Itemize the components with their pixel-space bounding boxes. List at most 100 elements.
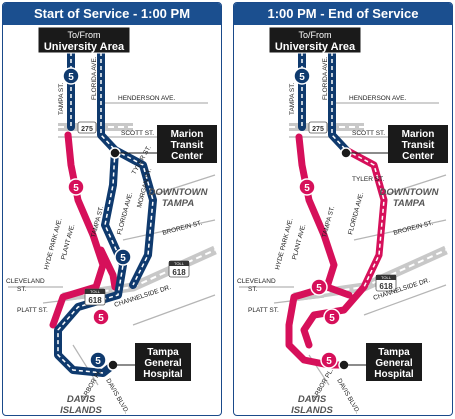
svg-text:5: 5	[326, 356, 332, 367]
left-label-brorein-st: BROREIN ST.	[162, 220, 203, 237]
svg-text:5: 5	[98, 313, 104, 324]
start-of-service-panel: Start of Service - 1:00 PM	[2, 2, 222, 416]
left-route-badge-red-upper: 5	[67, 178, 85, 196]
left-route-direction-dashes	[57, 45, 154, 374]
svg-text:Marion: Marion	[402, 129, 435, 140]
left-label-henderson-ave: HENDERSON AVE.	[118, 95, 176, 102]
svg-text:Marion: Marion	[171, 129, 204, 140]
svg-text:TOLL: TOLL	[90, 289, 101, 294]
svg-text:Transit: Transit	[171, 140, 204, 151]
left-label-hyde-park-ave: HYDE PARK AVE.	[43, 217, 63, 270]
right-label-davis-blvd: DAVIS BLVD.	[335, 378, 361, 416]
right-label-plant-ave: PLANT AVE.	[291, 223, 307, 260]
right-route-direction-dashes	[345, 149, 385, 288]
right-label-henderson-ave: HENDERSON AVE.	[349, 95, 407, 102]
svg-text:618: 618	[172, 268, 186, 277]
right-panel-title: 1:00 PM - End of Service	[234, 3, 452, 25]
svg-text:275: 275	[312, 126, 324, 133]
right-route-map: 5 5 5 5 5 To/From Uni	[237, 26, 448, 416]
channelside-dr-street	[132, 294, 216, 326]
svg-text:Center: Center	[171, 151, 203, 162]
svg-text:General: General	[375, 358, 412, 369]
svg-text:Hospital: Hospital	[374, 369, 414, 380]
right-tgh-stop-dot	[338, 359, 350, 371]
right-label-tampa-st-lower: TAMPA ST.	[321, 205, 336, 238]
svg-text:Tampa: Tampa	[378, 347, 410, 358]
right-label-islands: ISLANDS	[291, 405, 333, 416]
svg-text:Hospital: Hospital	[143, 369, 183, 380]
left-label-cleveland-st-1: CLEVELAND	[6, 278, 45, 285]
svg-text:TOLL: TOLL	[381, 275, 392, 280]
right-route-badge-top: 5	[293, 67, 311, 85]
brorein-st-street-r	[353, 219, 447, 241]
left-route-badge-top: 5	[62, 67, 80, 85]
right-red-route	[285, 133, 388, 369]
left-tampa-general-hospital-box: Tampa General Hospital	[135, 343, 191, 381]
right-label-brorein-st: BROREIN ST.	[393, 220, 434, 237]
davis-blvd-street	[72, 344, 99, 386]
right-label-tampa-st: TAMPA ST.	[289, 83, 296, 115]
left-panel-title: Start of Service - 1:00 PM	[3, 3, 221, 25]
left-marion-transit-center-box: Marion Transit Center	[157, 125, 217, 163]
right-label-platt-st: PLATT ST.	[248, 307, 279, 314]
right-label-davis: DAVIS	[298, 394, 327, 405]
left-route-map: 5 5 5 5 5 To/Fr	[6, 26, 217, 416]
left-toll-618-shield-lower: TOLL 618	[84, 288, 106, 306]
svg-text:5: 5	[316, 283, 322, 294]
left-label-plant-ave: PLANT AVE.	[60, 223, 76, 260]
tyler-st-street-r	[383, 174, 447, 196]
right-area-labels: DOWNTOWN TAMPA DAVIS ISLANDS	[291, 187, 440, 416]
right-label-downtown: DOWNTOWN	[380, 187, 440, 198]
left-label-islands: ISLANDS	[60, 405, 102, 416]
channelside-dr-street-r	[363, 284, 447, 316]
left-tgh-stop-dot	[107, 359, 119, 371]
svg-text:To/From: To/From	[298, 30, 331, 40]
svg-text:618: 618	[88, 296, 102, 305]
left-university-area-box: To/From University Area	[37, 26, 131, 54]
left-label-downtown: DOWNTOWN	[149, 187, 209, 198]
right-toll-618-shield: TOLL 618	[375, 274, 397, 292]
tyler-st-street	[152, 174, 216, 196]
left-label-platt-st: PLATT ST.	[17, 307, 48, 314]
right-navy-dashes	[301, 45, 347, 151]
right-label-hyde-park-ave: HYDE PARK AVE.	[274, 217, 294, 270]
left-label-tampa-area: TAMPA	[162, 198, 195, 209]
right-route-badge-bottom: 5	[320, 351, 338, 369]
left-area-labels: DOWNTOWN TAMPA DAVIS ISLANDS	[60, 187, 209, 416]
right-label-florida-ave: FLORIDA AVE.	[322, 56, 329, 100]
right-label-cleveland-st-2: ST.	[248, 286, 258, 293]
svg-text:5: 5	[120, 253, 126, 264]
brorein-st-street	[122, 219, 216, 241]
left-label-florida-ave-lower: FLORIDA AVE.	[116, 191, 134, 235]
left-i275-shield: 275	[77, 121, 97, 134]
right-i275-shield: 275	[308, 121, 328, 134]
svg-text:Center: Center	[402, 151, 434, 162]
svg-text:TOLL: TOLL	[174, 261, 185, 266]
svg-text:275: 275	[81, 126, 93, 133]
left-label-davis: DAVIS	[67, 394, 96, 405]
svg-text:Tampa: Tampa	[147, 347, 179, 358]
right-tampa-general-hospital-box: Tampa General Hospital	[366, 343, 422, 381]
right-marion-stop-dot	[340, 147, 352, 159]
svg-text:5: 5	[329, 313, 335, 324]
left-label-scott-st: SCOTT ST.	[121, 130, 154, 137]
right-label-tampa-area: TAMPA	[393, 198, 426, 209]
svg-text:618: 618	[379, 282, 393, 291]
right-route-badge-red-mid: 5	[310, 278, 328, 296]
right-label-scott-st: SCOTT ST.	[352, 130, 385, 137]
svg-text:To/From: To/From	[67, 30, 100, 40]
left-red-route	[49, 131, 119, 329]
left-label-florida-ave: FLORIDA AVE.	[91, 56, 98, 100]
left-marion-stop-dot	[109, 147, 121, 159]
svg-text:University Area: University Area	[275, 41, 356, 53]
left-label-davis-blvd: DAVIS BLVD.	[104, 378, 130, 416]
svg-text:5: 5	[304, 183, 310, 194]
right-marion-transit-center-box: Marion Transit Center	[388, 125, 448, 163]
left-toll-618-shield: TOLL 618	[168, 260, 190, 278]
svg-text:5: 5	[299, 72, 305, 83]
left-route-badge-navy-mid: 5	[114, 248, 132, 266]
right-label-cleveland-st-1: CLEVELAND	[237, 278, 276, 285]
right-label-tyler-st: TYLER ST.	[352, 176, 384, 183]
end-of-service-panel: 1:00 PM - End of Service	[233, 2, 453, 416]
